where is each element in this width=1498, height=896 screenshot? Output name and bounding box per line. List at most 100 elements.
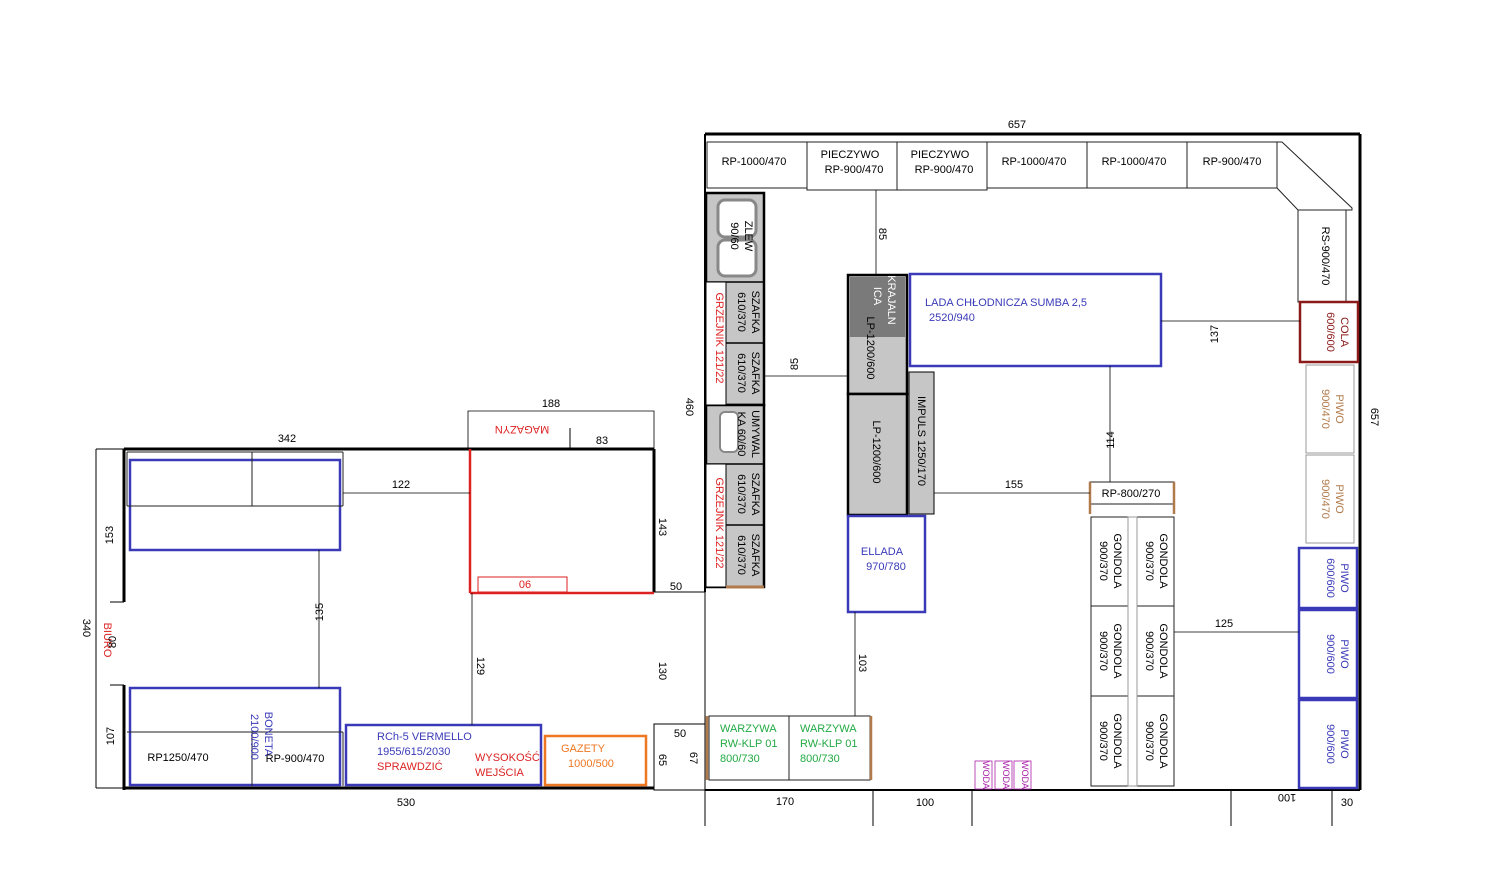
label-rp900-left: RP-900/470 [266, 753, 325, 765]
label-cola-dim: 600/600 [1324, 312, 1336, 352]
label-gondola-2: GONDOLA [1111, 623, 1123, 679]
label-gondola-3-dim: 900/370 [1097, 721, 1109, 761]
kitchen-strip [704, 191, 766, 589]
dim-657-right: 657 [1368, 408, 1380, 426]
label-warzywa-b-2: RW-KLP 01 [800, 738, 857, 750]
magazyn-room [467, 410, 655, 595]
label-rch-check: SPRAWDZIĆ [377, 760, 443, 773]
label-gondola-4-dim: 900/370 [1143, 541, 1155, 581]
label-szafka-d: SZAFKA [749, 534, 761, 577]
label-ellada-dim: 970/780 [866, 561, 906, 573]
label-woda-b: WODA [1001, 761, 1011, 789]
label-lp-b: LP-1200/600 [870, 421, 882, 484]
label-warzywa-a: WARZYWA [720, 723, 777, 735]
dim-342: 342 [278, 433, 296, 445]
label-gazety-dim: 1000/500 [568, 758, 614, 770]
label-boneta: BONETA [262, 712, 274, 757]
dimension-lines [318, 190, 1300, 725]
dim-83: 83 [596, 435, 608, 447]
dim-100-b: 100 [1278, 791, 1296, 803]
label-wysokosc: WYSOKOŚĆ [475, 751, 540, 764]
dim-107: 107 [105, 727, 117, 745]
label-06: 06 [519, 579, 531, 591]
label-grzejnik-a: GRZEJNIK 121/22 [713, 292, 725, 383]
label-gondola-2-dim: 900/370 [1097, 631, 1109, 671]
label-piwo-a: PIWO [1333, 394, 1345, 424]
label-pieczywo-a: PIECZYWO [821, 149, 880, 161]
label-krajalnica-2: ICA [871, 287, 883, 306]
piwo-fridge-b [1297, 608, 1359, 700]
label-rp-900-a: RP-900/470 [825, 164, 884, 176]
woda-units [974, 760, 1032, 790]
label-zlew: ZLEW [742, 221, 754, 252]
label-szafka-c: SZAFKA [749, 473, 761, 516]
label-rp-900-c: RP-900/470 [1203, 156, 1262, 168]
label-woda-c: WODA [1020, 761, 1030, 789]
label-piwo-a-dim: 900/470 [1319, 389, 1331, 429]
label-grzejnik-b: GRZEJNIK 121/22 [713, 477, 725, 568]
label-rs: RS-900/470 [1319, 227, 1331, 286]
boneta [128, 686, 342, 787]
label-cola: COLA [1338, 317, 1350, 348]
washbasin [719, 411, 739, 453]
label-gondola-3: GONDOLA [1111, 713, 1123, 769]
label-rp-1000-c: RP-1000/470 [1102, 156, 1167, 168]
label-pieczywo-b: PIECZYWO [911, 149, 970, 161]
label-rch-dim: 1955/615/2030 [377, 746, 450, 758]
top-shelves [706, 141, 1353, 211]
label-warzywa-a-2: RW-KLP 01 [720, 738, 777, 750]
dim-530: 530 [397, 797, 415, 809]
label-rp-1000-b: RP-1000/470 [1002, 156, 1067, 168]
dim-67: 67 [687, 752, 699, 764]
shelf-rp-1000-c [1086, 141, 1188, 189]
label-szafka-c-dim: 610/370 [735, 474, 747, 514]
walls-left [95, 447, 706, 791]
label-biuro: BIURO [101, 623, 113, 658]
dim-340: 340 [80, 619, 92, 637]
dim-114: 114 [1105, 431, 1117, 449]
door-06 [477, 576, 568, 593]
label-szafka-b-dim: 610/370 [735, 353, 747, 393]
piwo-shelf-a [1305, 364, 1355, 454]
dim-130: 130 [656, 662, 668, 680]
sink-basin-a [716, 198, 758, 239]
lada-chlodnicza [908, 272, 1163, 368]
label-woda-a: WODA [981, 761, 991, 789]
label-piwo-b: PIWO [1333, 484, 1345, 514]
label-zlew-dim: 90/60 [728, 222, 740, 250]
label-warzywa-a-3: 800/730 [720, 753, 760, 765]
dim-460: 460 [683, 398, 695, 416]
label-szafka-a: SZAFKA [749, 291, 761, 334]
piwo-shelf-b [1305, 454, 1355, 544]
label-gondola-5: GONDOLA [1157, 623, 1169, 679]
heater-zone-a [705, 281, 727, 406]
gazety-stand [543, 734, 648, 787]
left-top-unit [128, 458, 342, 552]
label-gondola-1-dim: 900/370 [1097, 541, 1109, 581]
label-umywal: UMYWAL [749, 410, 761, 458]
dim-100-a: 100 [916, 797, 934, 809]
piwo-fridge-c [1297, 698, 1359, 790]
label-lada-dim: 2520/940 [929, 312, 975, 324]
dim-188: 188 [542, 398, 560, 410]
rch-fridge [344, 723, 543, 787]
impuls-unit [908, 371, 935, 515]
label-piwo-d-dim: 900/600 [1324, 634, 1336, 674]
shelf-rp-1000-a [706, 141, 808, 189]
label-lada: LADA CHŁODNICZA SUMBA 2,5 [925, 297, 1087, 309]
label-gondola-5-dim: 900/370 [1143, 631, 1155, 671]
label-gondola-1: GONDOLA [1111, 533, 1123, 589]
label-piwo-e-dim: 900/600 [1324, 724, 1336, 764]
dim-657-top: 657 [1008, 119, 1026, 131]
label-piwo-d: PIWO [1338, 639, 1350, 669]
dim-85-horizontal: 85 [789, 358, 801, 370]
dim-153: 153 [104, 526, 116, 544]
dim-103: 103 [856, 654, 868, 672]
label-rp-800: RP-800/270 [1102, 488, 1161, 500]
label-rp-900-b: RP-900/470 [915, 164, 974, 176]
label-szafka-a-dim: 610/370 [735, 292, 747, 332]
dim-143: 143 [656, 518, 668, 536]
label-szafka-b: SZAFKA [749, 352, 761, 395]
label-gondola-4: GONDOLA [1157, 533, 1169, 589]
